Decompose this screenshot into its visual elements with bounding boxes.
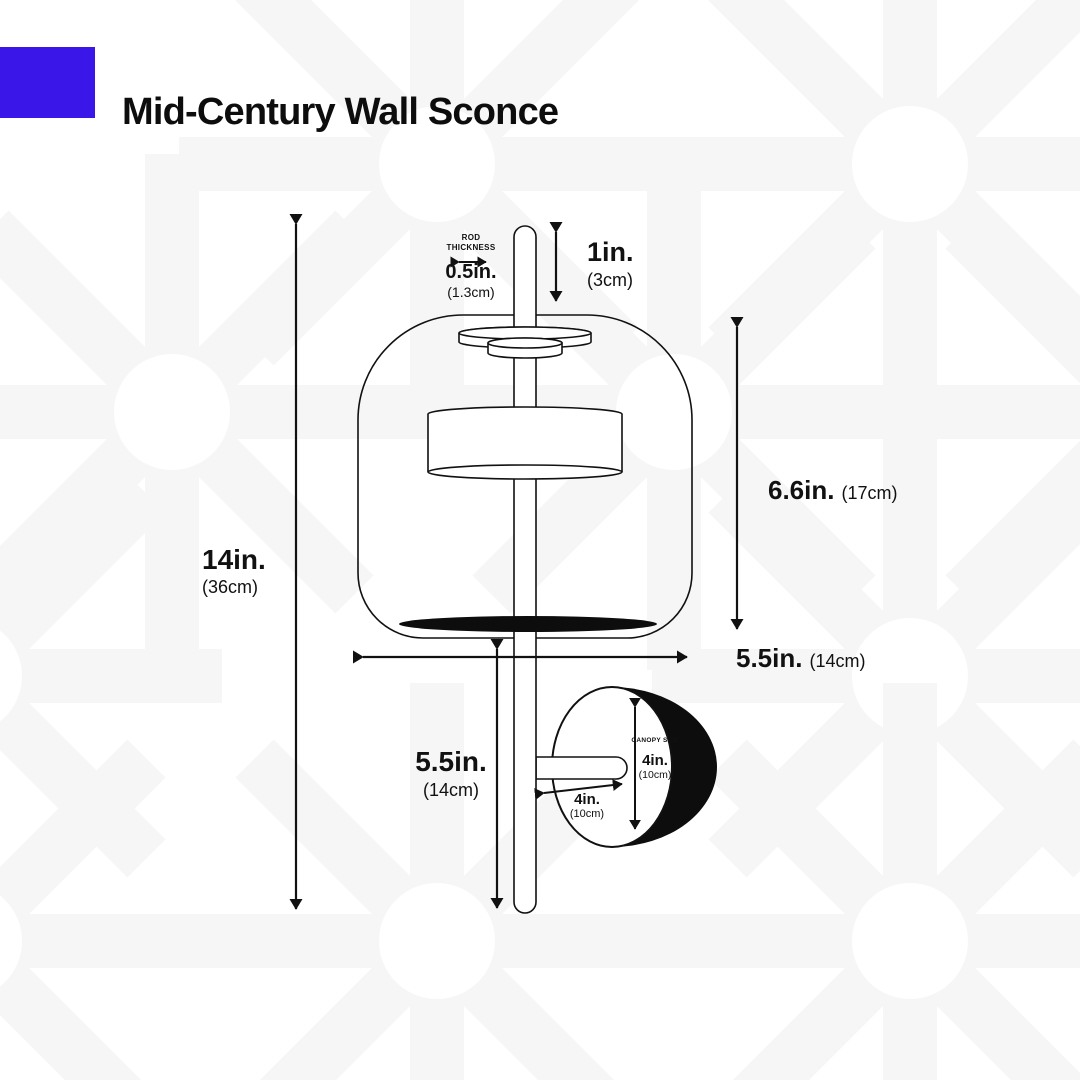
overall-height-metric: (36cm)	[202, 577, 259, 598]
dimension-arm-length: 4in. (10cm)	[549, 791, 625, 821]
rod	[513, 225, 537, 914]
rod-top-metric: (3cm)	[587, 270, 633, 291]
shade-height-inches: 6.6in.	[768, 475, 835, 505]
shade-height-metric: (17cm)	[841, 483, 898, 503]
rod-thickness-inches: 0.5in.	[445, 261, 497, 283]
overall-height-inches: 14in.	[202, 544, 266, 575]
brand-logo-block	[0, 47, 95, 118]
canopy-size-inches: 4in.	[642, 752, 668, 769]
shade-width-metric: (14cm)	[809, 651, 866, 671]
light-aperture	[399, 616, 657, 632]
arrow-arm-length	[534, 779, 623, 801]
arm-length-metric: (10cm)	[569, 808, 605, 821]
rod-thickness-caption: ROD THICKNESS	[446, 233, 496, 252]
shade-width-inches: 5.5in.	[736, 643, 803, 673]
dimension-canopy-size: 4in. (10cm)	[621, 752, 689, 782]
canopy-size-metric: (10cm)	[638, 769, 672, 782]
dimension-shade-width: 5.5in. (14cm)	[736, 644, 866, 672]
shade-outline	[357, 314, 693, 639]
rod-top-inches: 1in.	[587, 237, 634, 267]
dimension-rod-drop: 5.5in. (14cm)	[403, 746, 499, 801]
mounting-arm	[535, 756, 628, 780]
dimension-rod-top: 1in. (3cm)	[587, 237, 634, 291]
rod-thickness-metric: (1.3cm)	[447, 283, 495, 300]
socket-top	[487, 337, 563, 349]
rod-drop-inches: 5.5in.	[415, 746, 487, 777]
rod-drop-metric: (14cm)	[422, 780, 479, 801]
dimension-overall-height: 14in. (36cm)	[202, 544, 266, 598]
dimension-shade-height: 6.6in. (17cm)	[768, 476, 898, 504]
diffuser-drum-rim	[427, 464, 623, 473]
arm-length-inches: 4in.	[574, 791, 600, 808]
dimension-rod-thickness: 0.5in. (1.3cm)	[432, 261, 510, 300]
canopy-side-shadow	[612, 687, 717, 847]
diffuser-drum	[427, 406, 623, 480]
page-title: Mid-Century Wall Sconce	[122, 91, 559, 134]
canopy-size-caption: CANOPY SIZE	[631, 737, 679, 744]
